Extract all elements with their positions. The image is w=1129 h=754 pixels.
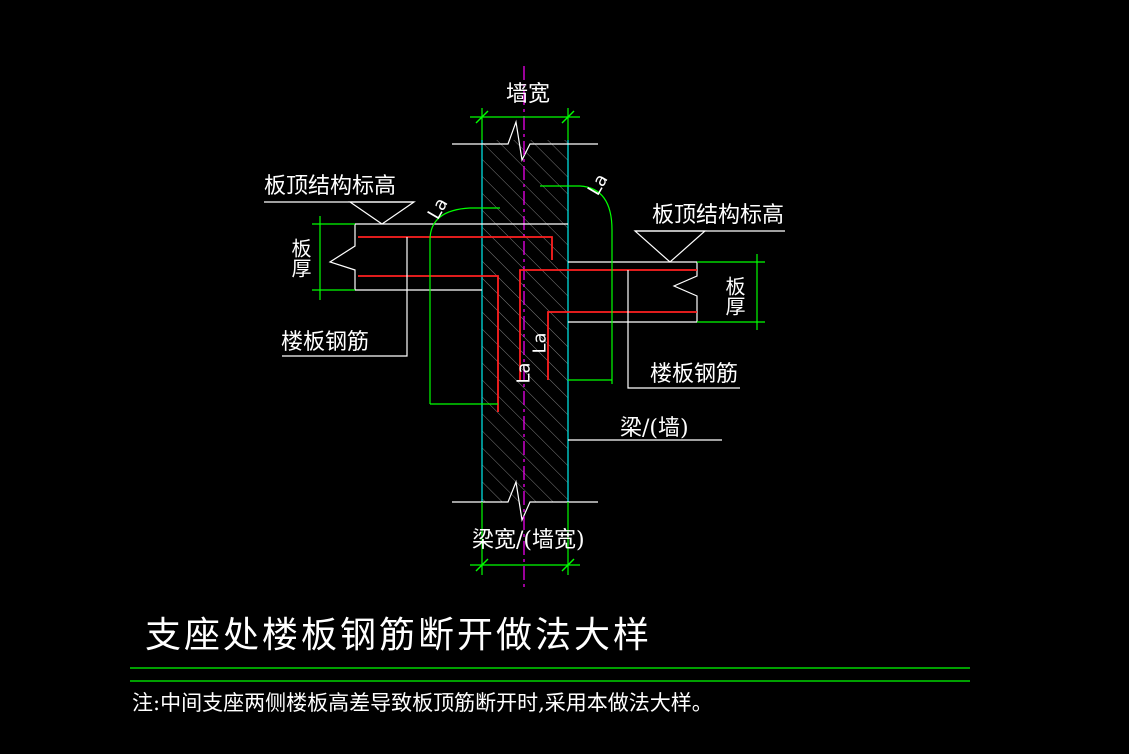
label-beam-wall: 梁/(墙) [620, 416, 689, 441]
label-slab-thickness-left: 板厚 [288, 238, 312, 278]
break-line-bottom [452, 479, 598, 523]
right-slab-break [672, 262, 698, 322]
left-bottom-rebar [358, 275, 499, 412]
anchorage-arc-right [540, 185, 613, 384]
anchorage-arc-left [429, 207, 500, 404]
label-slab-thickness-right: 板厚 [722, 276, 746, 316]
elevation-symbol-right [633, 230, 707, 263]
label-la-4: La [529, 332, 551, 354]
label-la-3: La [513, 362, 535, 384]
leader-rebar-left [282, 237, 408, 357]
label-wall-width: 墙宽 [506, 82, 551, 107]
break-line-top [452, 119, 598, 162]
wall-hatch [482, 140, 568, 502]
drawing-title: 支座处楼板钢筋断开做法大样 [145, 615, 653, 656]
drawing-note: 注:中间支座两侧楼板高差导致板顶筋断开时,采用本做法大样。 [132, 691, 713, 715]
label-beam-width: 梁宽/(墙宽) [472, 528, 585, 553]
leader-rebar-right [627, 270, 740, 389]
label-slab-top-left: 板顶结构标高 [264, 174, 397, 199]
right-bottom-rebar [547, 311, 697, 380]
dim-beam-width-tick-right [561, 558, 575, 572]
dim-wall-width-tick-right [561, 110, 575, 124]
dim-wall-width-tick-left [475, 110, 489, 124]
left-slab-break [328, 224, 356, 290]
left-top-rebar [358, 236, 553, 260]
label-slab-top-right: 板顶结构标高 [652, 203, 785, 228]
elevation-symbol-left [348, 201, 416, 225]
label-slab-rebar-right: 楼板钢筋 [650, 362, 739, 387]
right-top-rebar [519, 269, 697, 380]
dim-beam-width-tick-left [475, 558, 489, 572]
label-slab-rebar-left: 楼板钢筋 [281, 330, 370, 355]
